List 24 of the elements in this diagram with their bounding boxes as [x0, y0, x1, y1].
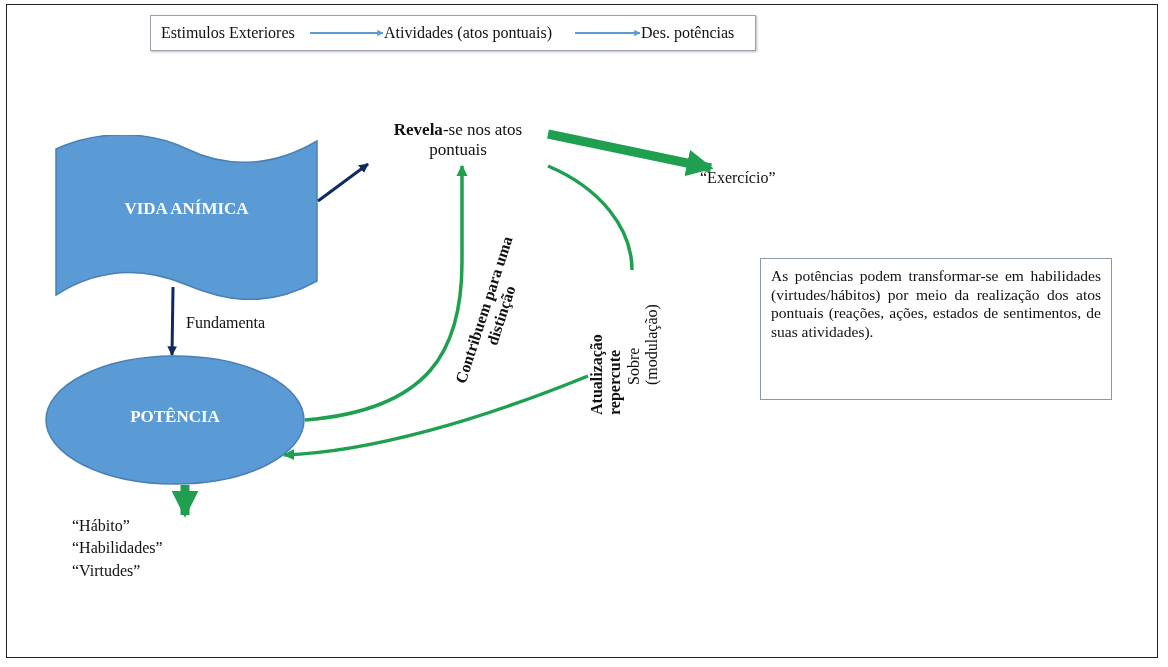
arrow	[304, 164, 468, 422]
arrow	[574, 29, 641, 37]
node-label: “Habilidades”	[72, 538, 164, 559]
arrow	[282, 374, 589, 460]
node-label: “Virtudes”	[72, 560, 142, 581]
arrow	[547, 129, 714, 177]
connector-line	[547, 164, 634, 271]
node-label: Des. potências	[641, 23, 736, 43]
note-text: As potências podem transformar-se em habilidades (virtudes/hábitos) por meio da realização dos atos pontuais (reações, ações, estados de sentimentos, de suas atividades).	[771, 267, 1101, 342]
node-label: Revela-se nos atos pontuais	[392, 120, 524, 161]
arrow	[171, 485, 199, 518]
node-label: Atividades (atos pontuais)	[384, 23, 553, 43]
note-card	[760, 258, 1112, 400]
node-label: “Hábito”	[72, 516, 131, 536]
node-label: “Exercício”	[700, 168, 777, 188]
node-label: Estimulos Exteriores	[161, 23, 296, 43]
node-title: POTÊNCIA	[129, 407, 221, 428]
legend-frame	[150, 15, 756, 51]
rotated-note: Sobre (modulação)	[624, 303, 662, 385]
arrow	[309, 29, 384, 37]
rotated-label: Atualização repercute	[588, 333, 625, 415]
node-title: VIDA ANÍMICA	[123, 199, 250, 220]
arrow	[317, 162, 369, 203]
arrow	[167, 286, 177, 356]
